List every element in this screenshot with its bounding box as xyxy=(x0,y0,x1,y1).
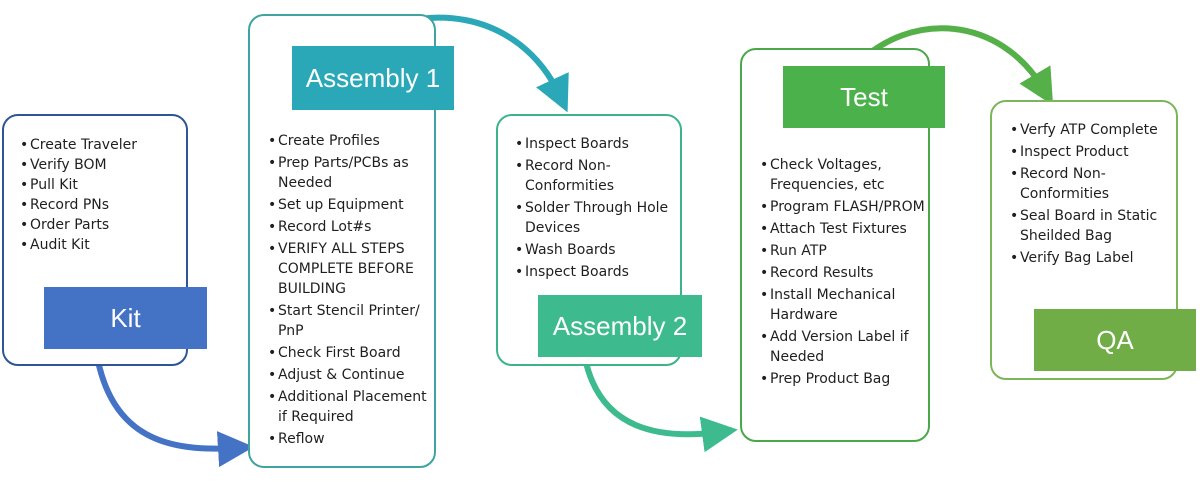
list-item: Record PNs xyxy=(20,195,180,215)
list-item: Verify Bag Label xyxy=(1010,248,1175,268)
list-item: Program FLASH/PROM xyxy=(760,197,925,217)
assembly-2-task-list: Inspect Boards Record Non-Conformities S… xyxy=(515,134,677,282)
list-item: Additional Placement if Required xyxy=(268,387,430,427)
qa-task-list: Verfy ATP Complete Inspect Product Recor… xyxy=(1010,120,1175,268)
list-item: Record Lot#s xyxy=(268,217,430,237)
list-item: Run ATP xyxy=(760,241,925,261)
test-task-list: Check Voltages, Frequencies, etc Program… xyxy=(760,155,925,389)
list-item: VERIFY ALL STEPS COMPLETE BEFORE BUILDIN… xyxy=(268,239,430,299)
list-item: Attach Test Fixtures xyxy=(760,219,925,239)
arrow-assembly-2-to-test xyxy=(582,357,738,453)
list-item: Adjust & Continue xyxy=(268,365,430,385)
assembly-1-label: Assembly 1 xyxy=(292,46,454,110)
list-item: Record Results xyxy=(760,263,925,283)
list-item: Check First Board xyxy=(268,343,430,363)
list-item: Pull Kit xyxy=(20,175,180,195)
list-item: Record Non-Conformities xyxy=(515,156,677,196)
list-item: Solder Through Hole Devices xyxy=(515,198,677,238)
test-label: Test xyxy=(783,66,945,128)
list-item: Order Parts xyxy=(20,215,180,235)
assembly-1-task-list: Create Profiles Prep Parts/PCBs as Neede… xyxy=(268,131,430,449)
list-item: Verfy ATP Complete xyxy=(1010,120,1175,140)
list-item: Verify BOM xyxy=(20,155,180,175)
list-item: Inspect Boards xyxy=(515,262,677,282)
list-item: Create Profiles xyxy=(268,131,430,151)
list-item: Set up Equipment xyxy=(268,195,430,215)
list-item: Record Non-Conformities xyxy=(1010,164,1175,204)
list-item: Seal Board in Static Sheilded Bag xyxy=(1010,206,1175,246)
list-item: Create Traveler xyxy=(20,135,180,155)
kit-label: Kit xyxy=(44,287,207,349)
list-item: Prep Parts/PCBs as Needed xyxy=(268,153,430,193)
list-item: Check Voltages, Frequencies, etc xyxy=(760,155,925,195)
list-item: Start Stencil Printer/ PnP xyxy=(268,301,430,341)
list-item: Prep Product Bag xyxy=(760,369,925,389)
arrow-test-to-qa xyxy=(852,25,1054,106)
list-item: Audit Kit xyxy=(20,235,180,255)
list-item: Reflow xyxy=(268,429,430,449)
list-item: Wash Boards xyxy=(515,240,677,260)
kit-task-list: Create Traveler Verify BOM Pull Kit Reco… xyxy=(20,135,180,255)
list-item: Inspect Boards xyxy=(515,134,677,154)
arrow-kit-to-assembly-1 xyxy=(93,349,254,468)
list-item: Install Mechanical Hardware xyxy=(760,285,925,325)
list-item: Inspect Product xyxy=(1010,142,1175,162)
qa-label: QA xyxy=(1034,309,1196,371)
list-item: Add Version Label if Needed xyxy=(760,327,925,367)
assembly-2-label: Assembly 2 xyxy=(538,295,702,357)
